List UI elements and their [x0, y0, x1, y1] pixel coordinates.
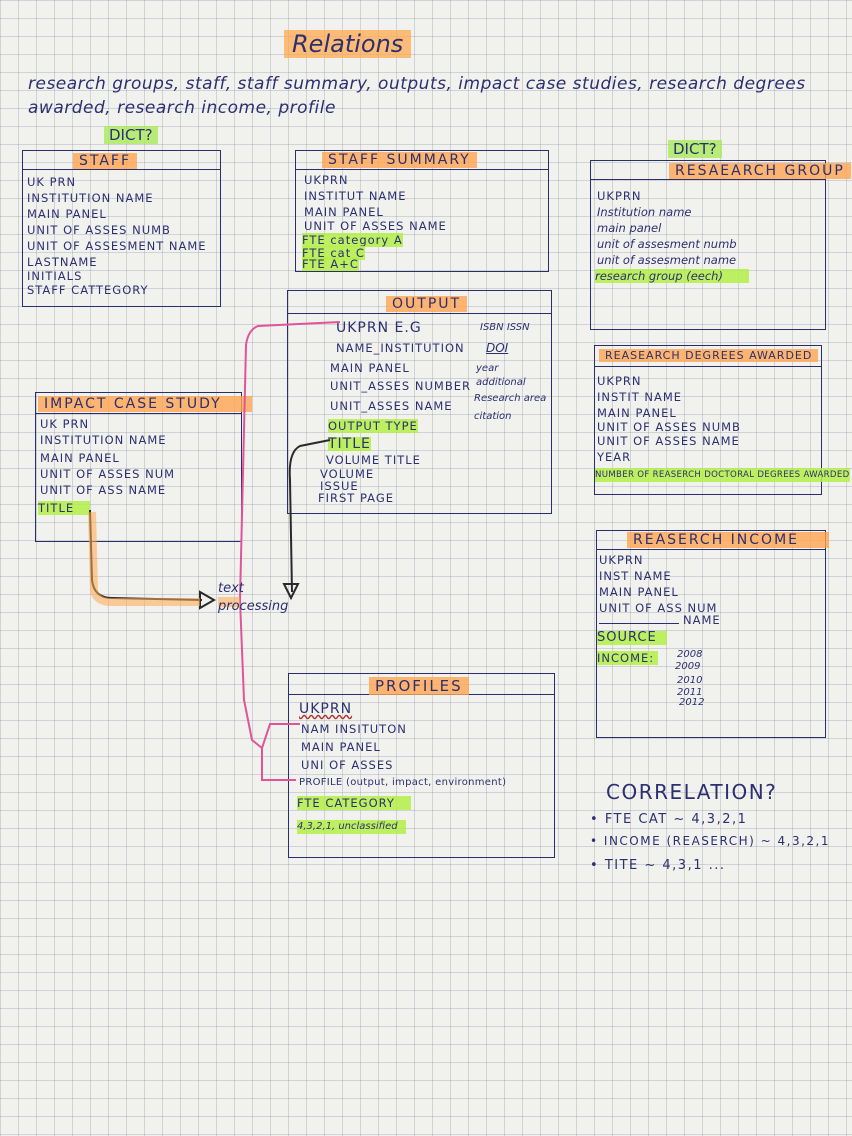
income-field: INST NAME: [599, 569, 672, 583]
impact-field: MAIN PANEL: [40, 451, 120, 465]
research-income-table: REASERCH INCOME UKPRN INST NAME MAIN PAN…: [596, 530, 829, 738]
correlation-item-text: FTE CAT ~ 4,3,2,1: [604, 812, 748, 827]
staff-summary-field: UNIT OF ASSES NAME: [304, 219, 447, 233]
profiles-field: UNI OF ASSES: [301, 758, 394, 772]
output-field: TITLE: [328, 436, 371, 452]
staff-summary-title: STAFF SUMMARY: [322, 152, 477, 168]
income-year: 2012: [679, 697, 705, 708]
output-note: DOI: [486, 341, 509, 355]
income-field: INCOME:: [597, 651, 659, 665]
income-divider: [599, 623, 679, 624]
income-field: UNIT OF ASS NUM: [599, 601, 718, 615]
output-field: UKPRN E.G: [336, 320, 422, 336]
income-year: 2010: [677, 675, 703, 686]
income-year: 2009: [675, 661, 701, 672]
correlation-title: CORRELATION?: [606, 780, 778, 804]
page-title: Relations: [284, 30, 412, 58]
profiles-title: PROFILES: [369, 677, 469, 695]
impact-field: UNIT OF ASS NAME: [40, 483, 167, 497]
staff-summary-field: UKPRN: [304, 173, 349, 187]
research-group-field: unit of assesment name: [597, 253, 737, 267]
output-table: OUTPUT UKPRN E.G NAME_INSTITUTION MAIN P…: [287, 290, 552, 514]
research-group-field: main panel: [597, 221, 662, 235]
research-income-title: REASERCH INCOME: [627, 532, 829, 548]
profiles-field: 4,3,2,1, unclassified: [297, 820, 406, 834]
staff-field: UNIT OF ASSESMENT NAME: [27, 239, 207, 253]
text-processing-label: text processing: [218, 581, 289, 614]
staff-field: INITIALS: [27, 269, 83, 283]
staff-summary-field: FTE category A: [302, 233, 403, 247]
output-field: UNIT_ASSES NAME: [330, 399, 453, 413]
correlation-item-text: TITE ~ 4,3,1 ...: [604, 858, 726, 873]
output-field: FIRST PAGE: [318, 491, 395, 505]
staff-field: INSTITUTION NAME: [27, 191, 154, 205]
profiles-table: PROFILES UKPRN NAM INSITUTON MAIN PANEL …: [288, 673, 555, 858]
correlation-item: • TITE ~ 4,3,1 ...: [590, 858, 726, 873]
staff-field: UK PRN: [27, 175, 77, 189]
staff-title: STAFF: [73, 153, 138, 169]
income-field: MAIN PANEL: [599, 585, 679, 599]
correlation-item: • FTE CAT ~ 4,3,2,1: [590, 812, 748, 827]
output-title: OUTPUT: [386, 296, 468, 312]
degrees-field: UKPRN: [597, 374, 642, 388]
output-field: NAME_INSTITUTION: [336, 341, 465, 355]
research-degrees-title: REASEARCH DEGREES AWARDED: [599, 349, 819, 362]
income-year: 2011: [677, 687, 703, 698]
degrees-field: UNIT OF ASSES NUMB: [597, 420, 741, 434]
staff-field: MAIN PANEL: [27, 207, 107, 221]
output-field: OUTPUT TYPE: [328, 419, 418, 433]
staff-summary-field: FTE cat C: [302, 246, 365, 260]
research-group-field: research group (eech): [595, 269, 749, 283]
arrowhead-icon: [199, 590, 217, 610]
output-field: MAIN PANEL: [330, 361, 410, 375]
staff-table: STAFF UK PRN INSTITUTION NAME MAIN PANEL…: [22, 150, 221, 307]
output-note: ISBN ISSN: [480, 322, 530, 333]
profiles-field: PROFILE (output, impact, environment): [299, 777, 507, 788]
output-note: year: [476, 363, 499, 374]
output-note: additional: [476, 377, 526, 388]
output-field: VOLUME TITLE: [326, 453, 421, 467]
income-year: 2008: [677, 649, 703, 660]
impact-case-study-title: IMPACT CASE STUDY: [38, 396, 252, 412]
profiles-field: UKPRN: [299, 701, 353, 717]
impact-field: UNIT OF ASSES NUM: [40, 467, 176, 481]
research-group-title: RESAEARCH GROUP: [669, 163, 851, 179]
degrees-field: UNIT OF ASSES NAME: [597, 434, 740, 448]
output-note: Research area: [474, 393, 547, 404]
correlation-item: • INCOME (REASERCH) ~ 4,3,2,1: [590, 834, 830, 848]
staff-field: STAFF CATTEGORY: [27, 283, 149, 297]
dict-label-right: DICT?: [668, 140, 722, 158]
impact-field: TITLE: [38, 501, 91, 515]
degrees-field: INSTIT NAME: [597, 390, 683, 404]
research-degrees-table: REASEARCH DEGREES AWARDED UKPRN INSTIT N…: [594, 345, 850, 495]
staff-summary-table: STAFF SUMMARY UKPRN INSTITUT NAME MAIN P…: [295, 150, 549, 272]
output-note: citation: [474, 411, 512, 422]
degrees-field: YEAR: [597, 450, 632, 464]
correlation-item-text: INCOME (REASERCH) ~ 4,3,2,1: [603, 834, 830, 848]
research-group-field: Institution name: [597, 205, 692, 219]
research-group-field: unit of assesment numb: [597, 237, 737, 251]
profiles-field: NAM INSITUTON: [301, 722, 407, 736]
impact-case-study-table: IMPACT CASE STUDY UK PRN INSTITUTION NAM…: [35, 392, 252, 542]
research-group-field: UKPRN: [597, 189, 642, 203]
staff-summary-field: MAIN PANEL: [304, 205, 384, 219]
degrees-field: MAIN PANEL: [597, 406, 677, 420]
impact-field: UK PRN: [40, 417, 90, 431]
staff-field: UNIT OF ASSES NUMB: [27, 223, 171, 237]
relations-list: research groups, staff, staff summary, o…: [28, 74, 806, 118]
staff-field: LASTNAME: [27, 255, 98, 269]
degrees-field: NUMBER OF REASERCH DOCTORAL DEGREES AWAR…: [595, 468, 850, 482]
income-field: UKPRN: [599, 553, 644, 567]
staff-summary-field: INSTITUT NAME: [304, 189, 407, 203]
profiles-field: FTE CATEGORY: [297, 796, 411, 810]
output-field: UNIT_ASSES NUMBER: [330, 379, 471, 393]
staff-summary-field: FTE A+C: [302, 257, 359, 271]
profiles-field: MAIN PANEL: [301, 740, 381, 754]
income-field: NAME: [683, 613, 721, 627]
dict-label-left: DICT?: [104, 126, 158, 144]
research-group-table: RESAEARCH GROUP UKPRN Institution name m…: [590, 160, 851, 330]
impact-field: INSTITUTION NAME: [40, 433, 167, 447]
income-field: SOURCE: [597, 631, 667, 645]
